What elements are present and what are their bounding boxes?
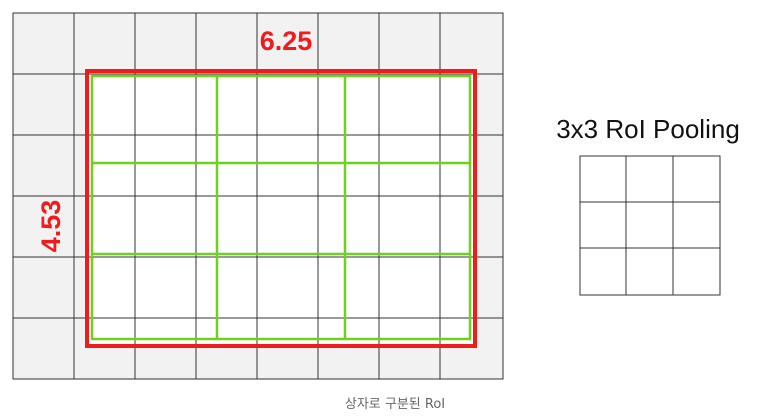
pooling-title: 3x3 RoI Pooling	[556, 114, 740, 144]
figure-caption: 상자로 구분된 RoI	[344, 397, 446, 412]
roi-height-label: 4.53	[36, 200, 66, 253]
feature-map-grid	[12, 12, 504, 380]
pooling-output-grid	[579, 155, 721, 296]
roi-width-label: 6.25	[260, 26, 313, 56]
roi-box	[85, 69, 477, 348]
roi-subdivision-grid	[90, 74, 472, 341]
